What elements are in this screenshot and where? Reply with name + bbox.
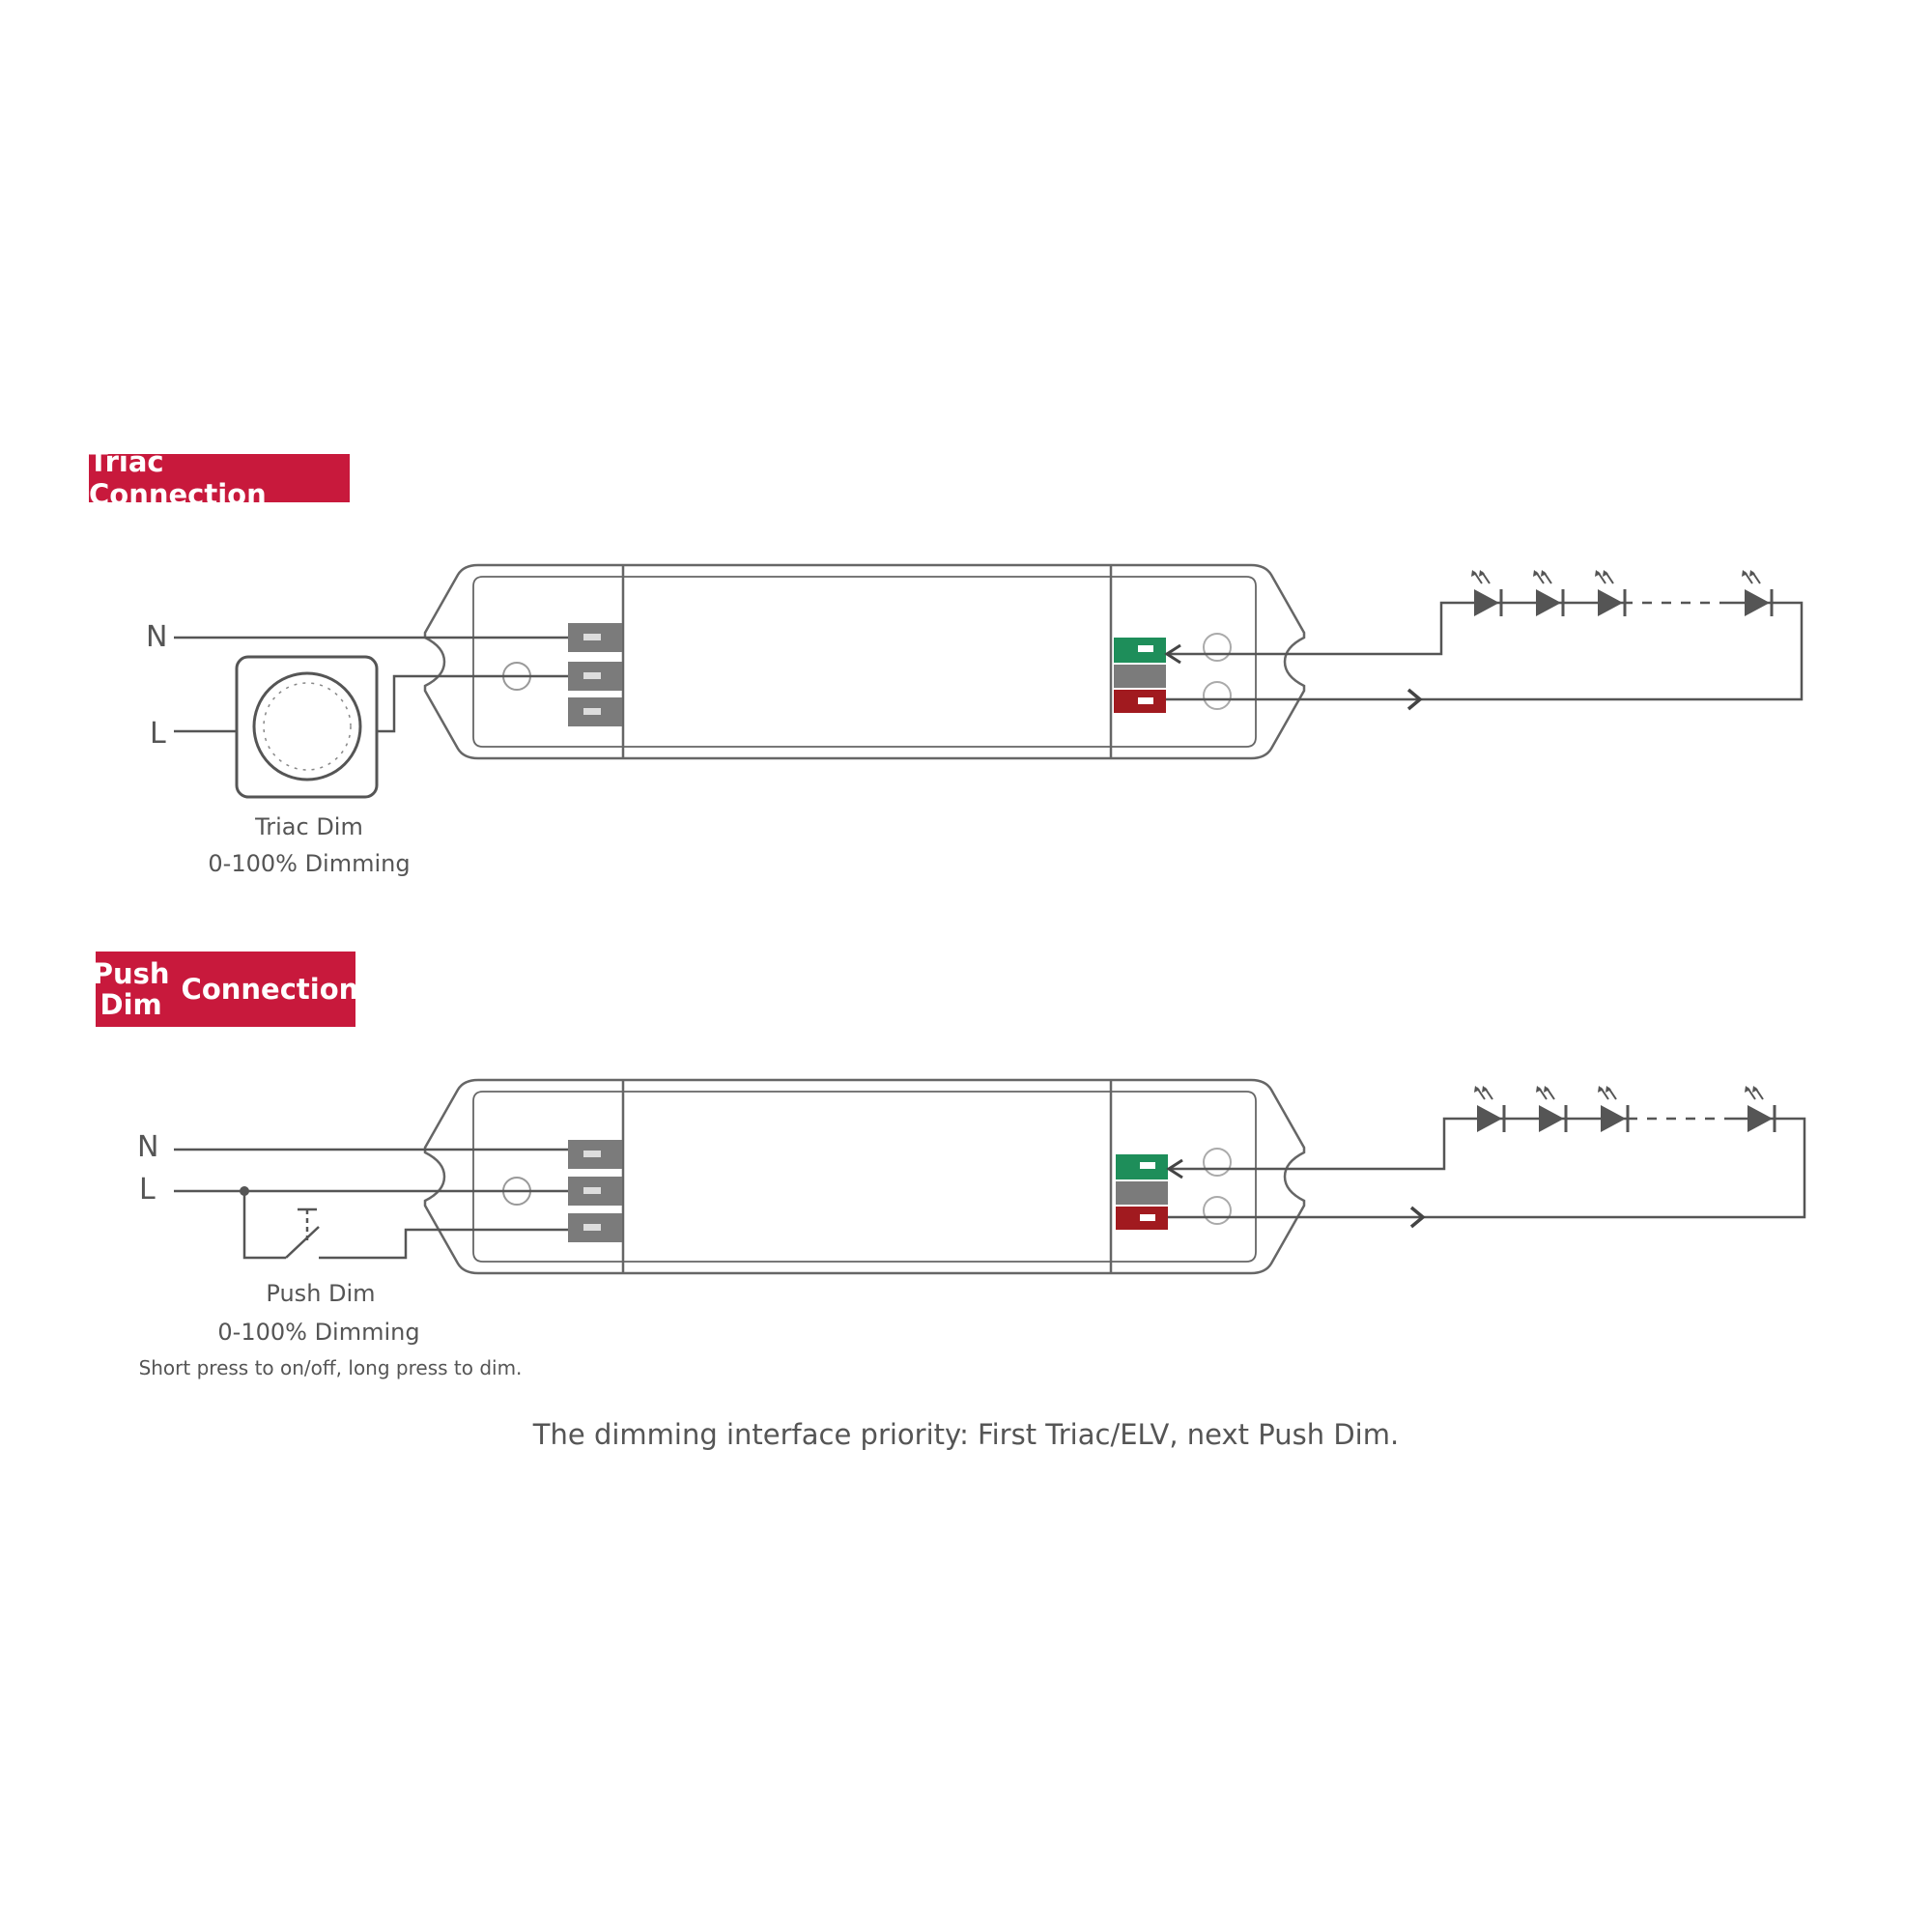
push-dim-connection-tag: Push Dim Connection — [93, 952, 358, 1027]
triac-connection-tag-text: Triac Connection — [89, 445, 267, 511]
push-output-terminal-mid — [1116, 1181, 1168, 1205]
push-dim-tag-stack: Push Dim — [93, 958, 170, 1020]
triac-led-2-icon — [1531, 568, 1565, 618]
triac-l-label: L — [150, 717, 166, 751]
push-dimming-range-caption: 0-100% Dimming — [217, 1319, 420, 1346]
push-driver — [423, 1078, 1306, 1275]
push-n-label: N — [137, 1130, 159, 1164]
triac-led-4-icon — [1740, 568, 1774, 618]
push-switch-icon — [242, 1191, 568, 1260]
push-return-arrow-icon — [1166, 1158, 1183, 1179]
push-dim-instruction: Short press to on/off, long press to dim… — [138, 1356, 523, 1379]
push-dim-caption: Push Dim — [266, 1280, 376, 1307]
triac-dim-caption: Triac Dim — [255, 813, 363, 840]
connection-tag-word: Connection — [181, 973, 359, 1006]
push-tag-word: Push — [92, 957, 170, 990]
push-l-label: L — [139, 1173, 156, 1207]
dim-tag-word: Dim — [99, 988, 162, 1021]
push-led-1-icon — [1472, 1084, 1506, 1134]
triac-dimming-range-caption: 0-100% Dimming — [208, 850, 411, 877]
triac-led-1-icon — [1469, 568, 1503, 618]
push-led-3-icon — [1596, 1084, 1630, 1134]
triac-led-3-icon — [1593, 568, 1627, 618]
dimming-priority-note: The dimming interface priority: First Tr… — [532, 1418, 1400, 1451]
push-led-2-icon — [1534, 1084, 1568, 1134]
triac-dimmer-knob-icon — [235, 655, 379, 799]
push-out-arrow-icon — [1409, 1206, 1426, 1229]
triac-connection-tag: Triac Connection — [89, 445, 350, 511]
triac-n-label: N — [146, 620, 168, 654]
triac-output-terminal-mid — [1114, 665, 1166, 688]
triac-driver — [423, 563, 1306, 760]
push-led-4-icon — [1743, 1084, 1776, 1134]
triac-out-arrow-icon — [1406, 688, 1423, 711]
triac-return-arrow-icon — [1164, 643, 1181, 665]
